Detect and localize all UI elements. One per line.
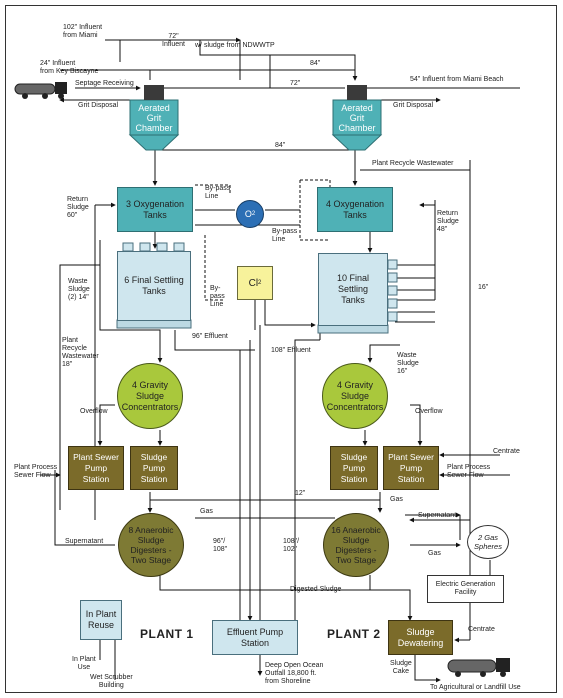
supernatant-left-label: Supernatant	[65, 538, 104, 545]
pipe-12-label: 12"	[295, 490, 306, 497]
pipe-16-label: 16"	[478, 284, 489, 291]
grit-disposal-left-label: Grit Disposal	[78, 102, 119, 109]
effluent-108-label: 108" Effluent	[271, 347, 311, 354]
grit-chamber-1-shape	[128, 85, 180, 151]
influent-54-label: 54" Influent from Miami Beach	[410, 76, 504, 83]
tanker-truck-icon	[447, 658, 510, 677]
gas-label-3: Gas	[428, 550, 441, 557]
plant-recycle-ww-label: Plant Recycle Wastewater	[372, 160, 454, 167]
gas-label-2: Gas	[200, 508, 213, 515]
centrate-bottom-label: Centrate	[468, 626, 495, 633]
effluent-96-label: 96" Effluent	[192, 333, 228, 340]
overflow-right-label: Overflow	[415, 408, 443, 415]
centrate-top-label: Centrate	[493, 448, 520, 455]
grit-disposal-right-label: Grit Disposal	[393, 102, 434, 109]
septage-label: Septage Receiving	[75, 80, 134, 87]
supernatant-right-label: Supernatant	[418, 512, 457, 519]
digested-sludge-label: Digested Sludge	[290, 586, 342, 593]
pipe-84-top-label: 84"	[310, 60, 321, 67]
overflow-left-label: Overflow	[80, 408, 108, 415]
gas-label-1: Gas	[390, 496, 403, 503]
pipe-84-mid-label: 84"	[275, 142, 286, 149]
tanker-truck-icon	[14, 82, 67, 99]
diagram-frame	[5, 5, 557, 693]
pipe-96-108-label: 96"/108"	[213, 538, 228, 553]
sludge-ndwwtp-label: w/ sludge from NDWWTP	[195, 42, 275, 49]
grit-chamber-2-shape	[331, 85, 383, 151]
ag-landfill-label: To Agricultural or Landfill Use	[430, 684, 521, 691]
plant-2-title: PLANT 2	[327, 627, 381, 641]
plant-1-title: PLANT 1	[140, 627, 194, 641]
influent-72-label: 72"Influent	[162, 33, 185, 48]
pipe-108-102-label: 108"/102"	[283, 538, 300, 553]
pipe-72-label: 72"	[290, 80, 301, 87]
